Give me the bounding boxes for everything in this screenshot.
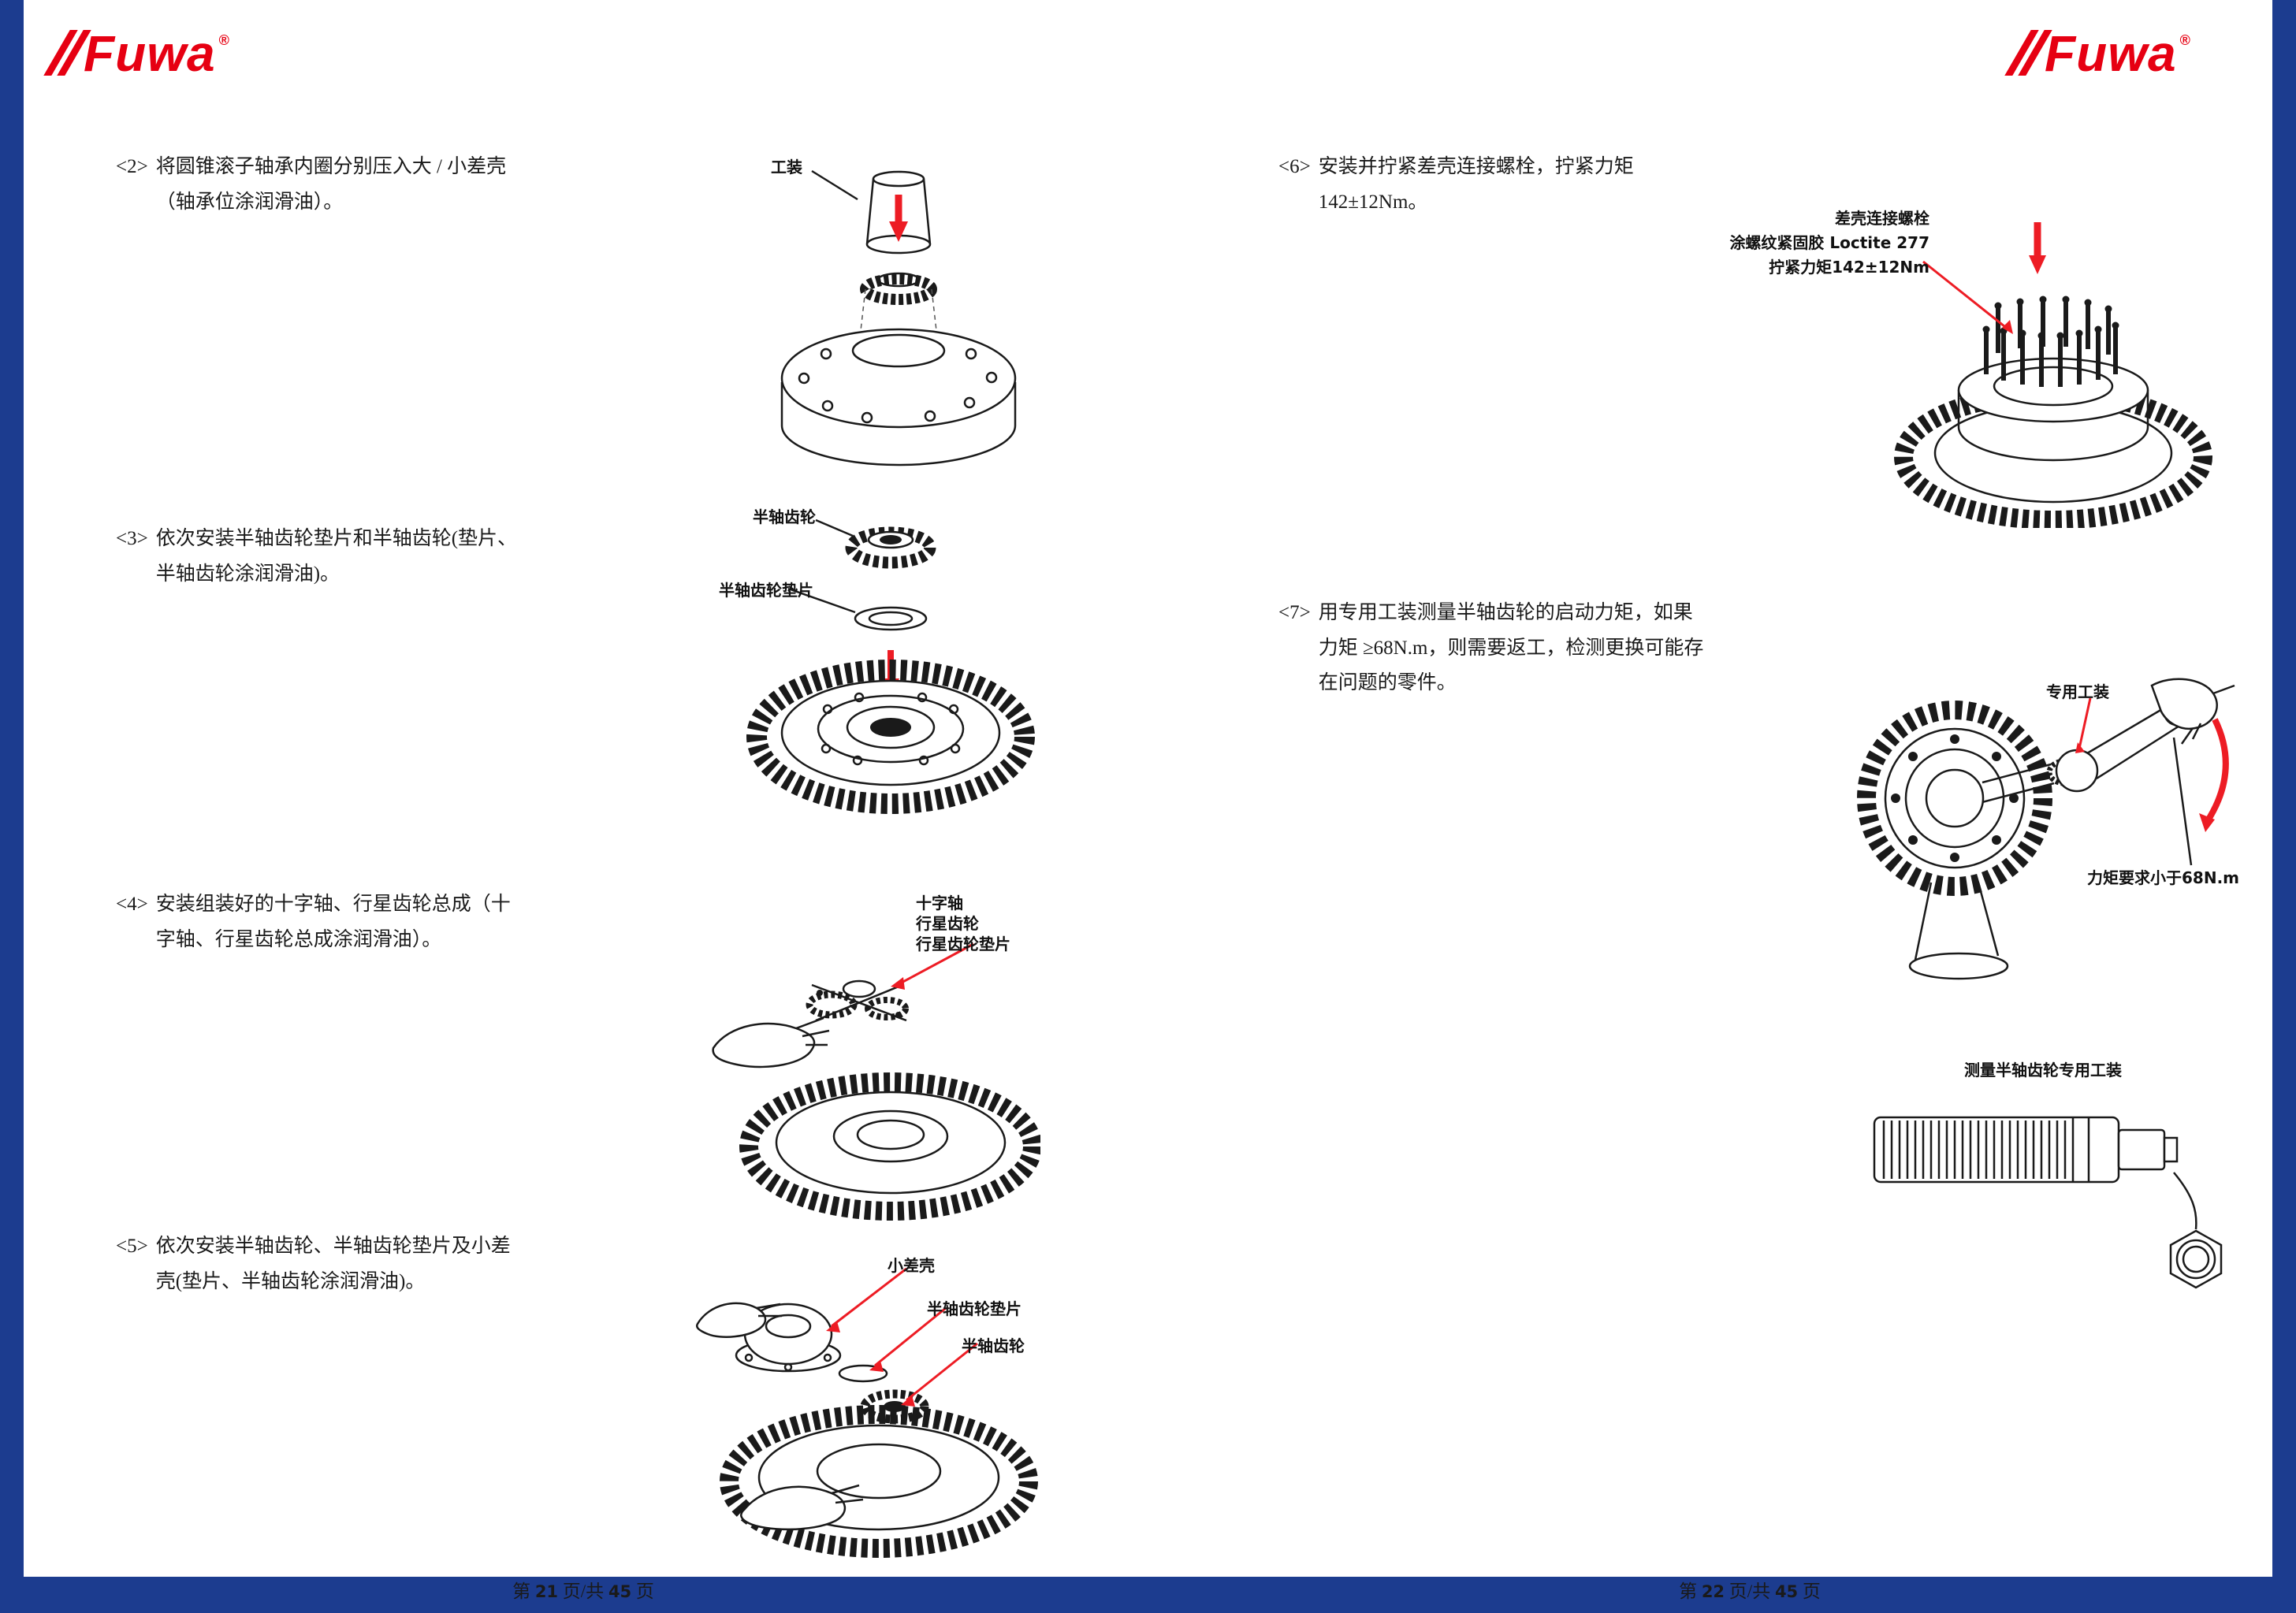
footer-total-pages: 45 xyxy=(1774,1582,1799,1601)
footer-mid: 页/共 xyxy=(1729,1581,1771,1601)
illustration-measure-tool xyxy=(1873,1116,2223,1289)
left-border-bar xyxy=(0,0,24,1613)
step-4: <4> 安装组装好的十字轴、行星齿轮总成（十字轴、行星齿轮总成涂润滑油）。 xyxy=(116,887,519,957)
step-6-text: 安装并拧紧差壳连接螺栓，拧紧力矩142±12Nm。 xyxy=(1318,156,1634,213)
step-2-number: <2> xyxy=(116,156,148,177)
torque-requirement-label: 力矩要求小于68N.m xyxy=(2087,868,2240,887)
footer-suffix: 页 xyxy=(635,1581,654,1601)
illustration-spider-assembly xyxy=(712,942,1040,1221)
footer-mid: 页/共 xyxy=(562,1581,605,1601)
bolt-callout-line3: 拧紧力矩142±12Nm xyxy=(1769,258,1929,277)
step-2: <2> 将圆锥滚子轴承内圈分别压入大 / 小差壳（轴承位涂润滑油）。 xyxy=(116,150,519,220)
side-gear-washer2-label: 半轴齿轮垫片 xyxy=(927,1299,1021,1318)
footer-suffix: 页 xyxy=(1802,1581,1821,1601)
tool-label: 工装 xyxy=(771,158,802,177)
registered-mark: ® xyxy=(218,32,229,48)
step-3: <3> 依次安装半轴齿轮垫片和半轴齿轮(垫片、半轴齿轮涂润滑油)。 xyxy=(116,522,519,592)
bolt-callout-line2: 涂螺纹紧固胶 Loctite 277 xyxy=(1729,233,1929,252)
brand-name: Fuwa xyxy=(84,25,216,82)
page-footer-right: 第 22 页/共 45 页 xyxy=(1647,1576,1852,1603)
illustration-side-gear-install xyxy=(746,518,1035,814)
step-4-text: 安装组装好的十字轴、行星齿轮总成（十字轴、行星齿轮总成涂润滑油）。 xyxy=(155,894,511,950)
illustration-case-bolts xyxy=(1894,222,2212,528)
illustration-bearing-press xyxy=(780,169,1017,466)
planet-gear-label: 行星齿轮 xyxy=(916,914,979,933)
footer-total-pages: 45 xyxy=(608,1582,632,1601)
footer-page-number: 21 xyxy=(534,1582,559,1601)
step-7-number: <7> xyxy=(1278,602,1311,623)
step-6: <6> 安装并拧紧差壳连接螺栓，拧紧力矩142±12Nm。 xyxy=(1278,150,1704,220)
side-gear2-label: 半轴齿轮 xyxy=(962,1336,1025,1355)
fuwa-logo-left: Fuwa ® xyxy=(43,22,229,82)
step-7: <7> 用专用工装测量半轴齿轮的启动力矩，如果力矩 ≥68N.m，则需要返工，检… xyxy=(1278,596,1704,701)
fuwa-logo-right: Fuwa ® xyxy=(2004,22,2190,82)
registered-mark: ® xyxy=(2179,32,2190,48)
right-border-bar xyxy=(2272,0,2296,1613)
bottom-border-bar xyxy=(0,1577,2296,1613)
cross-shaft-label: 十字轴 xyxy=(916,894,963,912)
step-4-number: <4> xyxy=(116,894,148,915)
illustration-torque-measure xyxy=(1857,678,2235,980)
step-2-text: 将圆锥滚子轴承内圈分别压入大 / 小差壳（轴承位涂润滑油）。 xyxy=(155,156,507,213)
side-gear-label: 半轴齿轮 xyxy=(753,507,816,526)
special-tool-label: 专用工装 xyxy=(2046,682,2109,701)
step-5: <5> 依次安装半轴齿轮、半轴齿轮垫片及小差壳(垫片、半轴齿轮涂润滑油)。 xyxy=(116,1229,519,1299)
planet-gear-washer-label: 行星齿轮垫片 xyxy=(916,935,1010,953)
side-gear-washer-label: 半轴齿轮垫片 xyxy=(719,581,813,600)
brand-name: Fuwa xyxy=(2045,25,2177,82)
bolt-callout-block: 差壳连接螺栓 涂螺纹紧固胶 Loctite 277 拧紧力矩142±12Nm xyxy=(1695,206,1929,280)
footer-prefix: 第 xyxy=(512,1581,531,1601)
small-diff-case-label: 小差壳 xyxy=(888,1256,935,1275)
illustration-small-case-install xyxy=(696,1267,1038,1558)
step-7-text: 用专用工装测量半轴齿轮的启动力矩，如果力矩 ≥68N.m，则需要返工，检测更换可… xyxy=(1318,602,1704,693)
bolt-callout-line1: 差壳连接螺栓 xyxy=(1835,209,1929,228)
page-footer-left: 第 21 页/共 45 页 xyxy=(481,1576,686,1603)
step-5-number: <5> xyxy=(116,1236,148,1257)
footer-page-number: 22 xyxy=(1701,1582,1725,1601)
measure-tool-label: 测量半轴齿轮专用工装 xyxy=(1964,1061,2122,1080)
step-5-text: 依次安装半轴齿轮、半轴齿轮垫片及小差壳(垫片、半轴齿轮涂润滑油)。 xyxy=(155,1236,511,1292)
footer-prefix: 第 xyxy=(1679,1581,1698,1601)
step-6-number: <6> xyxy=(1278,156,1311,177)
step-3-text: 依次安装半轴齿轮垫片和半轴齿轮(垫片、半轴齿轮涂润滑油)。 xyxy=(155,528,518,585)
step-3-number: <3> xyxy=(116,528,148,549)
